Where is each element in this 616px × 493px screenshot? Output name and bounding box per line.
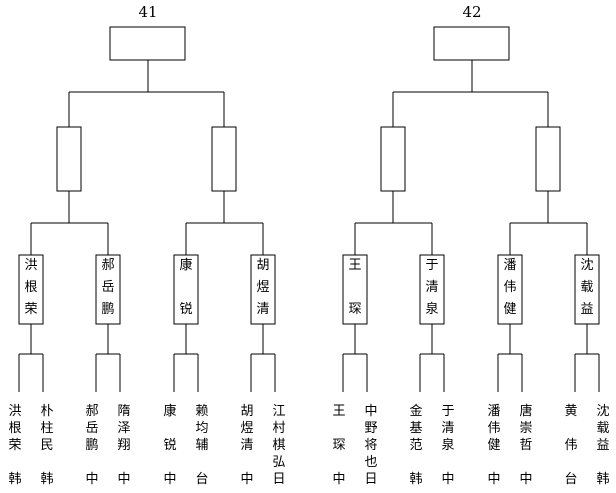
quarterfinal-box bbox=[574, 254, 600, 325]
player-country: 中 bbox=[163, 472, 177, 487]
player-name: 江村棋弘 bbox=[272, 404, 286, 470]
player-country: 中 bbox=[85, 472, 99, 487]
quarterfinal-name: 洪根荣 bbox=[24, 258, 38, 317]
quarterfinal-name: 沈载益 bbox=[580, 258, 594, 317]
player-name: 王 琛 bbox=[332, 404, 346, 453]
player-country: 中 bbox=[240, 472, 254, 487]
player-name: 金基范 bbox=[409, 404, 423, 453]
player-name: 中野将也 bbox=[364, 404, 378, 470]
player-country: 中 bbox=[441, 472, 455, 487]
quarterfinal-box bbox=[497, 254, 523, 325]
quarterfinal-name: 胡煜清 bbox=[256, 258, 270, 317]
player-name: 朴柱民 bbox=[40, 404, 54, 453]
quarterfinal-box bbox=[419, 254, 445, 325]
quarterfinal-name: 康 锐 bbox=[179, 258, 193, 317]
player-country: 韩 bbox=[8, 472, 22, 487]
player-name: 唐崇哲 bbox=[519, 404, 533, 453]
player-country: 中 bbox=[487, 472, 501, 487]
bracket-number: 41 bbox=[138, 3, 158, 21]
semifinal-box bbox=[535, 126, 561, 192]
player-name: 郝岳鹏 bbox=[85, 404, 99, 453]
quarterfinal-name: 郝岳鹏 bbox=[101, 258, 115, 317]
quarterfinal-name: 王 琛 bbox=[348, 258, 362, 317]
quarterfinal-box bbox=[250, 254, 276, 325]
player-country: 中 bbox=[117, 472, 131, 487]
semifinal-box bbox=[380, 126, 406, 192]
player-name: 沈载益 bbox=[596, 404, 610, 453]
player-name: 赖均辅 bbox=[195, 404, 209, 453]
player-name: 黄 伟 bbox=[564, 404, 578, 453]
player-country: 日 bbox=[272, 472, 286, 487]
player-country: 中 bbox=[332, 472, 346, 487]
player-name: 于清泉 bbox=[441, 404, 455, 453]
player-country: 台 bbox=[195, 472, 209, 487]
champion-box bbox=[109, 26, 186, 61]
quarterfinal-name: 潘伟健 bbox=[503, 258, 517, 317]
player-name: 隋泽翔 bbox=[117, 404, 131, 453]
quarterfinal-name: 于清泉 bbox=[425, 258, 439, 317]
player-country: 中 bbox=[519, 472, 533, 487]
player-name: 潘伟健 bbox=[487, 404, 501, 453]
player-country: 韩 bbox=[409, 472, 423, 487]
semifinal-box bbox=[56, 126, 82, 192]
player-country: 韩 bbox=[40, 472, 54, 487]
player-name: 康 锐 bbox=[163, 404, 177, 453]
player-country: 韩 bbox=[596, 472, 610, 487]
champion-box bbox=[433, 26, 510, 61]
player-country: 日 bbox=[364, 472, 378, 487]
bracket-number: 42 bbox=[462, 3, 482, 21]
quarterfinal-box bbox=[18, 254, 44, 325]
player-name: 洪根荣 bbox=[8, 404, 22, 453]
semifinal-box bbox=[211, 126, 237, 192]
player-name: 胡煜清 bbox=[240, 404, 254, 453]
player-country: 台 bbox=[564, 472, 578, 487]
quarterfinal-box bbox=[95, 254, 121, 325]
